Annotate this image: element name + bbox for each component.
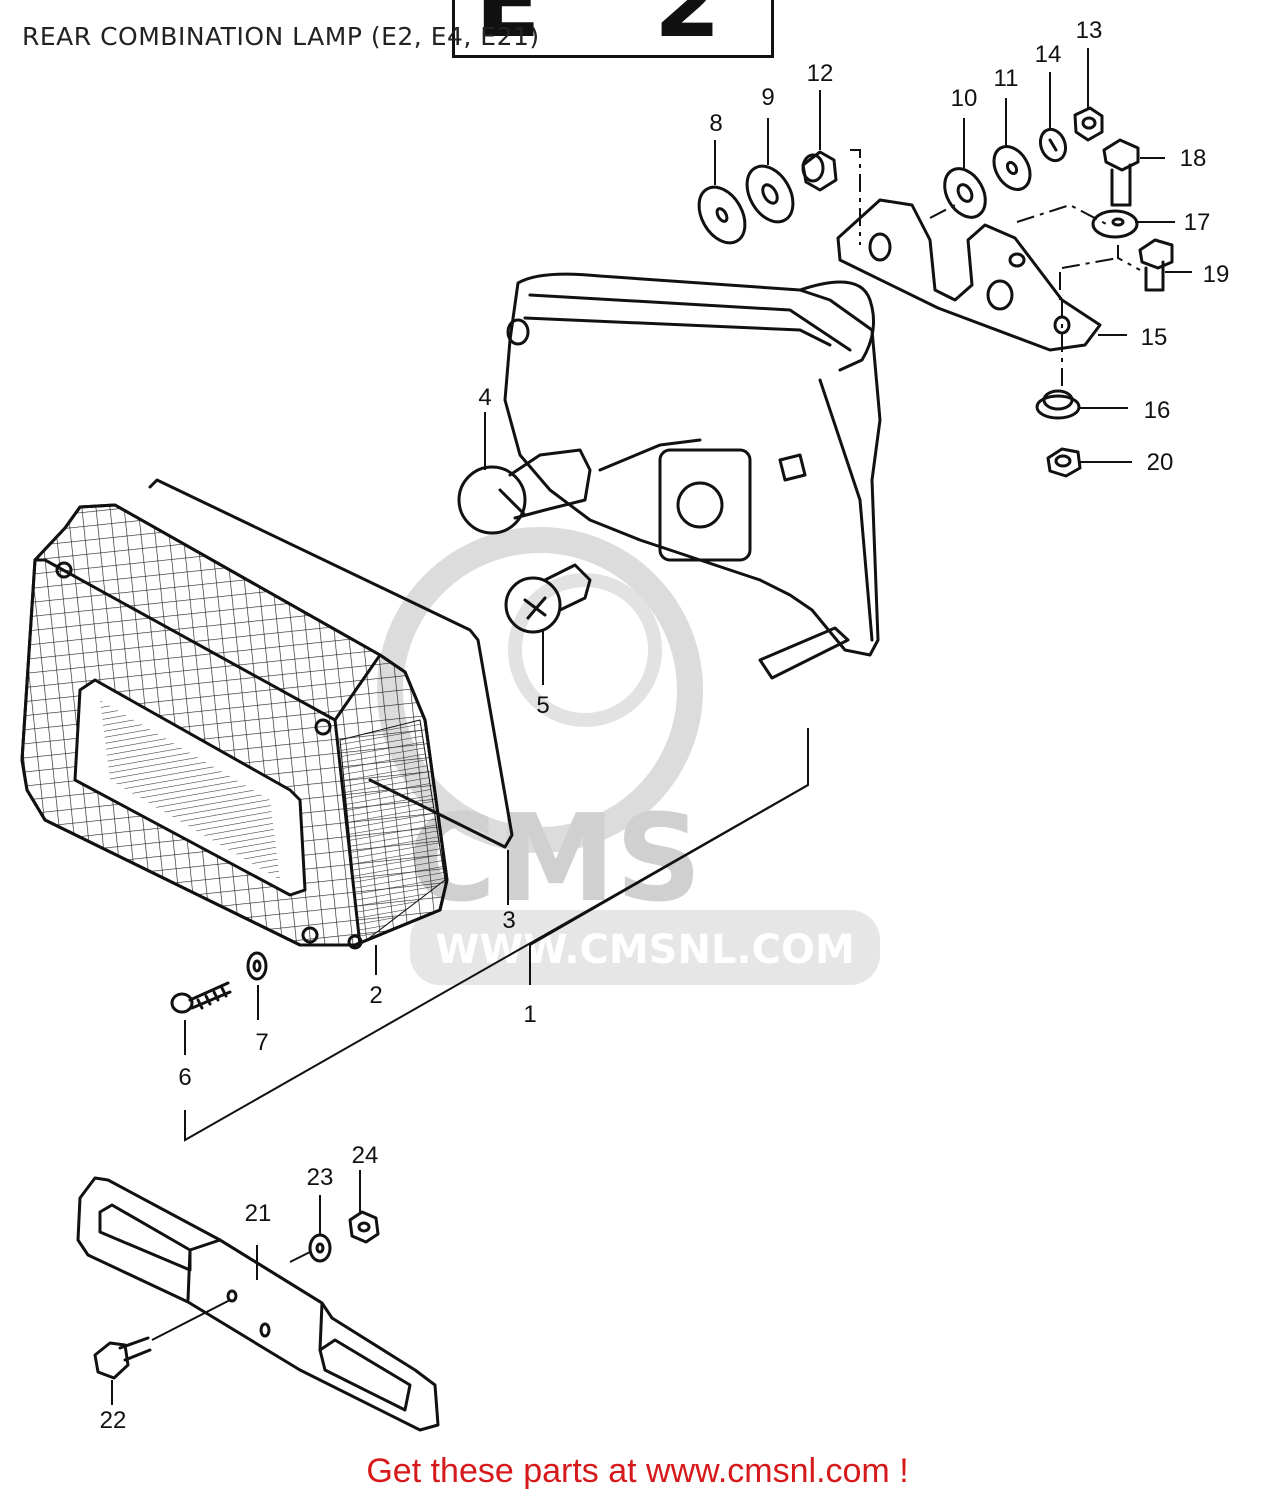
callout-3: 3 xyxy=(502,907,515,934)
callout-21: 21 xyxy=(245,1200,272,1227)
callout-5: 5 xyxy=(536,692,549,719)
lens-2 xyxy=(20,503,449,950)
callout-18: 18 xyxy=(1180,145,1207,172)
watermark-brand: CMS xyxy=(408,790,702,929)
bolt-19 xyxy=(1138,238,1174,292)
screw-6 xyxy=(170,981,232,1014)
callout-22: 22 xyxy=(100,1407,127,1434)
page-badge: E 2 8 xyxy=(452,0,774,58)
bulb-4 xyxy=(457,448,592,535)
washer-17 xyxy=(1091,209,1139,239)
diagram-title: REAR COMBINATION LAMP (E2, E4, E21) xyxy=(22,22,540,51)
washer-23 xyxy=(308,1233,332,1263)
callout-10: 10 xyxy=(951,85,978,112)
washer-11 xyxy=(992,145,1032,191)
gasket-3 xyxy=(148,478,514,849)
bracket-15 xyxy=(836,198,1102,352)
callout-1: 1 xyxy=(523,1001,536,1028)
callout-4: 4 xyxy=(478,384,491,411)
bulb-5 xyxy=(504,563,592,634)
leader-lines xyxy=(111,48,1192,1405)
washer-8 xyxy=(697,185,747,245)
callout-7: 7 xyxy=(255,1029,268,1056)
lock-washer-14 xyxy=(1038,127,1068,163)
callout-9: 9 xyxy=(761,84,774,111)
callout-6: 6 xyxy=(178,1064,191,1091)
callout-11: 11 xyxy=(994,65,1019,92)
nut-20 xyxy=(1046,447,1082,478)
badge-code: E 2 8 xyxy=(475,0,761,58)
bolt-18 xyxy=(1102,138,1140,207)
callout-14: 14 xyxy=(1035,41,1062,68)
license-bracket-21 xyxy=(76,1176,440,1432)
callout-19: 19 xyxy=(1203,261,1230,288)
callout-15: 15 xyxy=(1141,324,1168,351)
callout-2: 2 xyxy=(369,982,382,1009)
callout-24: 24 xyxy=(352,1142,379,1169)
callout-12: 12 xyxy=(807,60,834,87)
washer-10 xyxy=(943,167,987,219)
bolt-22 xyxy=(93,1336,152,1380)
footer-link[interactable]: Get these parts at www.cmsnl.com ! xyxy=(366,1452,909,1490)
callout-17: 17 xyxy=(1184,209,1211,236)
nut-13 xyxy=(1073,106,1104,142)
lamp-housing xyxy=(503,272,882,680)
nut-24 xyxy=(348,1210,380,1244)
callout-13: 13 xyxy=(1076,17,1103,44)
watermark-url: WWW.CMSNL.COM xyxy=(435,927,855,973)
spacer-12 xyxy=(801,150,838,192)
washer-9 xyxy=(745,164,795,224)
callout-20: 20 xyxy=(1147,449,1174,476)
callout-16: 16 xyxy=(1144,397,1171,424)
callout-8: 8 xyxy=(709,110,722,137)
washer-7 xyxy=(246,951,268,981)
nut-16 xyxy=(1035,389,1081,420)
callout-23: 23 xyxy=(307,1164,334,1191)
watermark: CMS WWW.CMSNL.COM xyxy=(377,527,880,985)
callout-labels: 1 2 3 4 5 6 7 8 9 10 11 12 13 14 15 16 1… xyxy=(100,17,1230,1434)
